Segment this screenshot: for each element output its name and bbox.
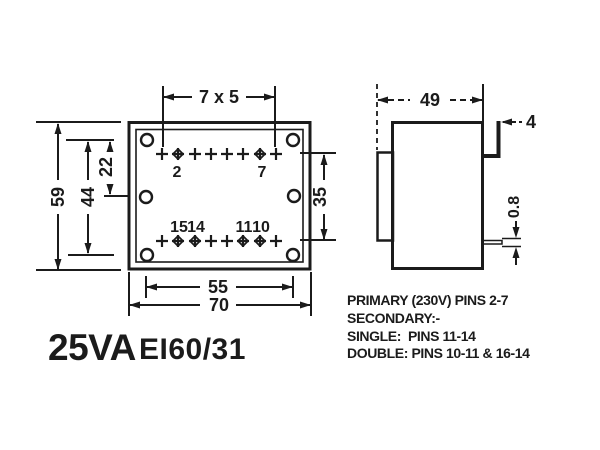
- dim-ticks: [502, 237, 521, 248]
- dim-ext-lines: [66, 139, 114, 256]
- mounting-holes: [138, 132, 302, 263]
- arrow-left: [501, 118, 512, 126]
- arrow-up: [320, 154, 328, 165]
- dim-ext-lines: [128, 272, 312, 316]
- arrow-left: [163, 93, 174, 101]
- pin-label-10: 10: [252, 219, 270, 236]
- dim-depth: 49: [376, 84, 484, 150]
- pin-row-top: 2 7: [156, 147, 282, 181]
- dim-pin-thickness: 0.8: [502, 196, 523, 265]
- side-view-core-protrusion: [376, 151, 395, 242]
- dim-pin-row-spacing: 35: [300, 152, 336, 241]
- pin-diamond-15: [171, 234, 185, 248]
- pin-crosses-bottom: [156, 235, 282, 247]
- dim-hole-offset: 22: [96, 141, 129, 197]
- arrow-up: [106, 141, 114, 152]
- mounting-hole: [286, 188, 302, 204]
- dim-pin-pitch: 7 x 5: [162, 86, 276, 147]
- dim-overall-width-label: 70: [209, 295, 229, 315]
- arrow-up: [84, 141, 92, 152]
- part-title: 25VA EI60/31: [48, 327, 246, 368]
- pin-diamond-11: [236, 234, 250, 248]
- arrow-left: [129, 301, 140, 309]
- side-view-body: [391, 121, 484, 270]
- dim-ext-lines: [300, 152, 336, 241]
- side-view-top-pin: [483, 121, 501, 158]
- mounting-hole: [139, 247, 155, 263]
- part-model-number: EI60/31: [139, 333, 246, 366]
- pin-row-bottom: 15 14 11 10: [156, 219, 282, 248]
- pin-label-14: 14: [187, 219, 205, 236]
- arrow-right: [300, 301, 311, 309]
- pin-label-7: 7: [258, 164, 267, 181]
- pin-crosses-top: [156, 148, 282, 160]
- arrow-right: [282, 283, 293, 291]
- note-double: DOUBLE: PINS 10-11 & 16-14: [347, 345, 530, 361]
- mounting-hole: [285, 132, 301, 148]
- dim-overall-width: 70: [128, 272, 312, 316]
- dim-pin-bend-label: 4: [526, 112, 536, 132]
- arrow-down: [512, 227, 520, 238]
- dim-hole-spacing-horizontal: 55: [145, 276, 294, 298]
- pin-label-11: 11: [236, 219, 253, 236]
- top-view: 2 7 15 14 11 10: [127, 121, 312, 271]
- dim-hole-spacing-vertical: 44: [66, 139, 114, 256]
- dim-overall-height-label: 59: [48, 187, 68, 207]
- dim-ext-lines: [36, 121, 121, 271]
- dim-pin-thickness-label: 0.8: [506, 196, 523, 218]
- arrow-right: [264, 93, 275, 101]
- note-secondary: SECONDARY:-: [347, 310, 441, 326]
- dim-hole-spacing-vertical-label: 44: [78, 187, 98, 207]
- arrow-up: [512, 247, 520, 258]
- arrow-down: [106, 184, 114, 195]
- arrow-up: [54, 123, 62, 134]
- mounting-hole: [285, 247, 301, 263]
- dim-ext-lines: [162, 86, 276, 147]
- dim-pin-bend: 4: [501, 112, 536, 132]
- dim-pin-row-spacing-label: 35: [310, 187, 330, 207]
- side-view: [376, 121, 503, 270]
- wiring-notes: PRIMARY (230V) PINS 2-7 SECONDARY:- SING…: [347, 292, 531, 361]
- pin-label-15: 15: [170, 219, 188, 236]
- pin-diamond-2: [171, 147, 185, 161]
- note-primary: PRIMARY (230V) PINS 2-7: [347, 292, 509, 308]
- dim-pin-pitch-label: 7 x 5: [199, 87, 239, 107]
- top-view-inner-outline: [135, 128, 304, 263]
- arrow-down: [320, 229, 328, 240]
- arrow-right: [472, 96, 483, 104]
- side-view-bottom-pin: [482, 239, 503, 245]
- note-single: SINGLE: PINS 11-14: [347, 328, 476, 344]
- dim-depth-label: 49: [420, 90, 440, 110]
- dim-hole-spacing-horizontal-label: 55: [208, 277, 228, 297]
- dim-hole-offset-label: 22: [96, 157, 116, 177]
- arrow-left: [377, 96, 388, 104]
- dim-overall-height: 59: [36, 121, 121, 271]
- top-view-outer-outline: [127, 121, 312, 271]
- arrow-left: [146, 283, 157, 291]
- mounting-hole: [139, 132, 155, 148]
- mounting-hole: [138, 189, 154, 205]
- part-power-rating: 25VA: [48, 327, 136, 368]
- arrow-down: [84, 243, 92, 254]
- arrow-down: [54, 259, 62, 270]
- pin-diamond-14: [188, 234, 202, 248]
- pin-diamond-10: [253, 234, 267, 248]
- pin-diamond-7: [253, 147, 267, 161]
- pin-label-2: 2: [173, 164, 182, 181]
